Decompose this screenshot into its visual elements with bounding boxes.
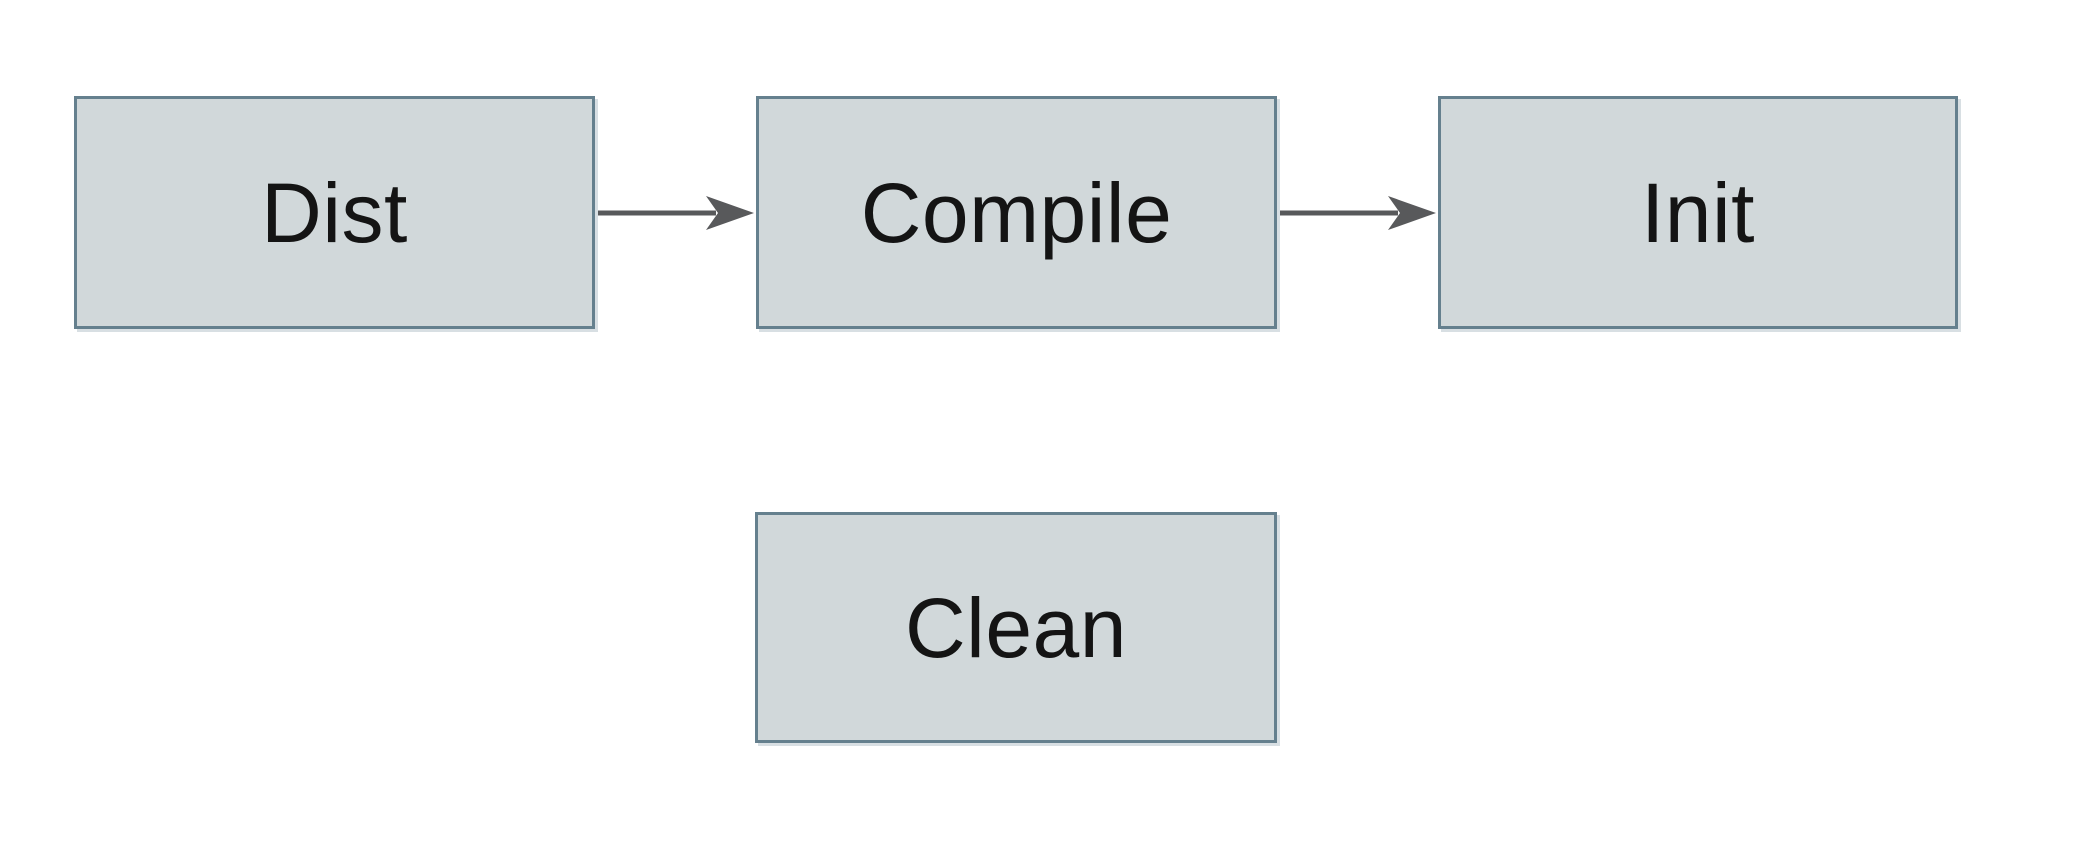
arrow-compile-to-init [1280,196,1436,230]
arrowhead-icon [1388,196,1436,230]
arrowhead-icon [706,196,754,230]
node-dist: Dist [74,96,595,329]
node-clean: Clean [755,512,1277,743]
node-compile: Compile [756,96,1277,329]
node-init: Init [1438,96,1958,329]
node-compile-label: Compile [860,165,1173,260]
arrow-dist-to-compile [598,196,754,230]
node-init-label: Init [1640,165,1756,260]
node-dist-label: Dist [261,165,408,260]
node-clean-label: Clean [905,580,1127,675]
